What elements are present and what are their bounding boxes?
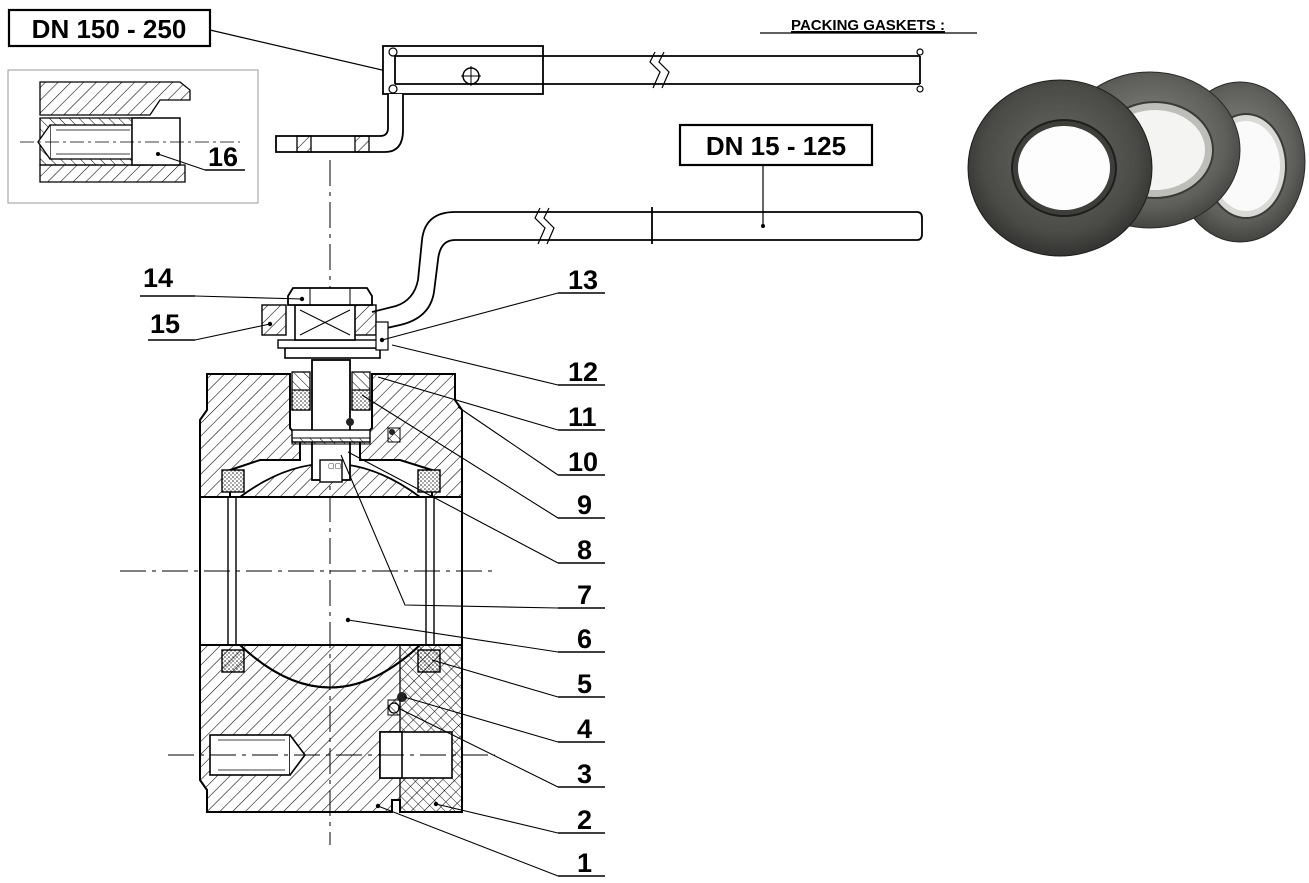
leader-lines	[140, 292, 605, 877]
part-label-1: 1	[577, 848, 592, 878]
part-label-12: 12	[568, 357, 598, 387]
part-label-6: 6	[577, 624, 592, 654]
packing-gaskets-title: PACKING GASKETS :	[791, 17, 945, 34]
svg-text:▢▢: ▢▢	[328, 463, 341, 470]
handle-small	[371, 207, 923, 331]
part-label-10: 10	[568, 447, 598, 477]
gasket-photo	[967, 71, 1306, 257]
part-label-2: 2	[577, 805, 592, 835]
dn-large-text: DN 150 - 250	[32, 14, 187, 44]
part-label-14: 14	[143, 263, 173, 293]
part-label-11: 11	[568, 402, 597, 432]
part-label-16: 16	[208, 142, 238, 172]
part-label-5: 5	[577, 669, 592, 699]
part-label-13: 13	[568, 265, 598, 295]
leader-dots	[267, 296, 439, 809]
dn-small-label: DN 15 - 125	[678, 123, 874, 167]
dn-small-text: DN 15 - 125	[706, 131, 846, 161]
part-label-4: 4	[577, 714, 592, 744]
dn-large-label: DN 150 - 250	[7, 8, 212, 48]
part-label-3: 3	[577, 759, 592, 789]
part-label-15: 15	[150, 309, 180, 339]
handle-large	[275, 45, 924, 153]
part-callouts: 14 15 13 12 11 10 9 8 7 6 5 4 3 2 1	[143, 263, 598, 878]
part-label-7: 7	[577, 580, 592, 610]
part-label-9: 9	[577, 490, 592, 520]
valve-body: ▢▢	[120, 287, 495, 813]
detail-16-inset: 16	[7, 69, 259, 204]
part-label-8: 8	[577, 535, 592, 565]
